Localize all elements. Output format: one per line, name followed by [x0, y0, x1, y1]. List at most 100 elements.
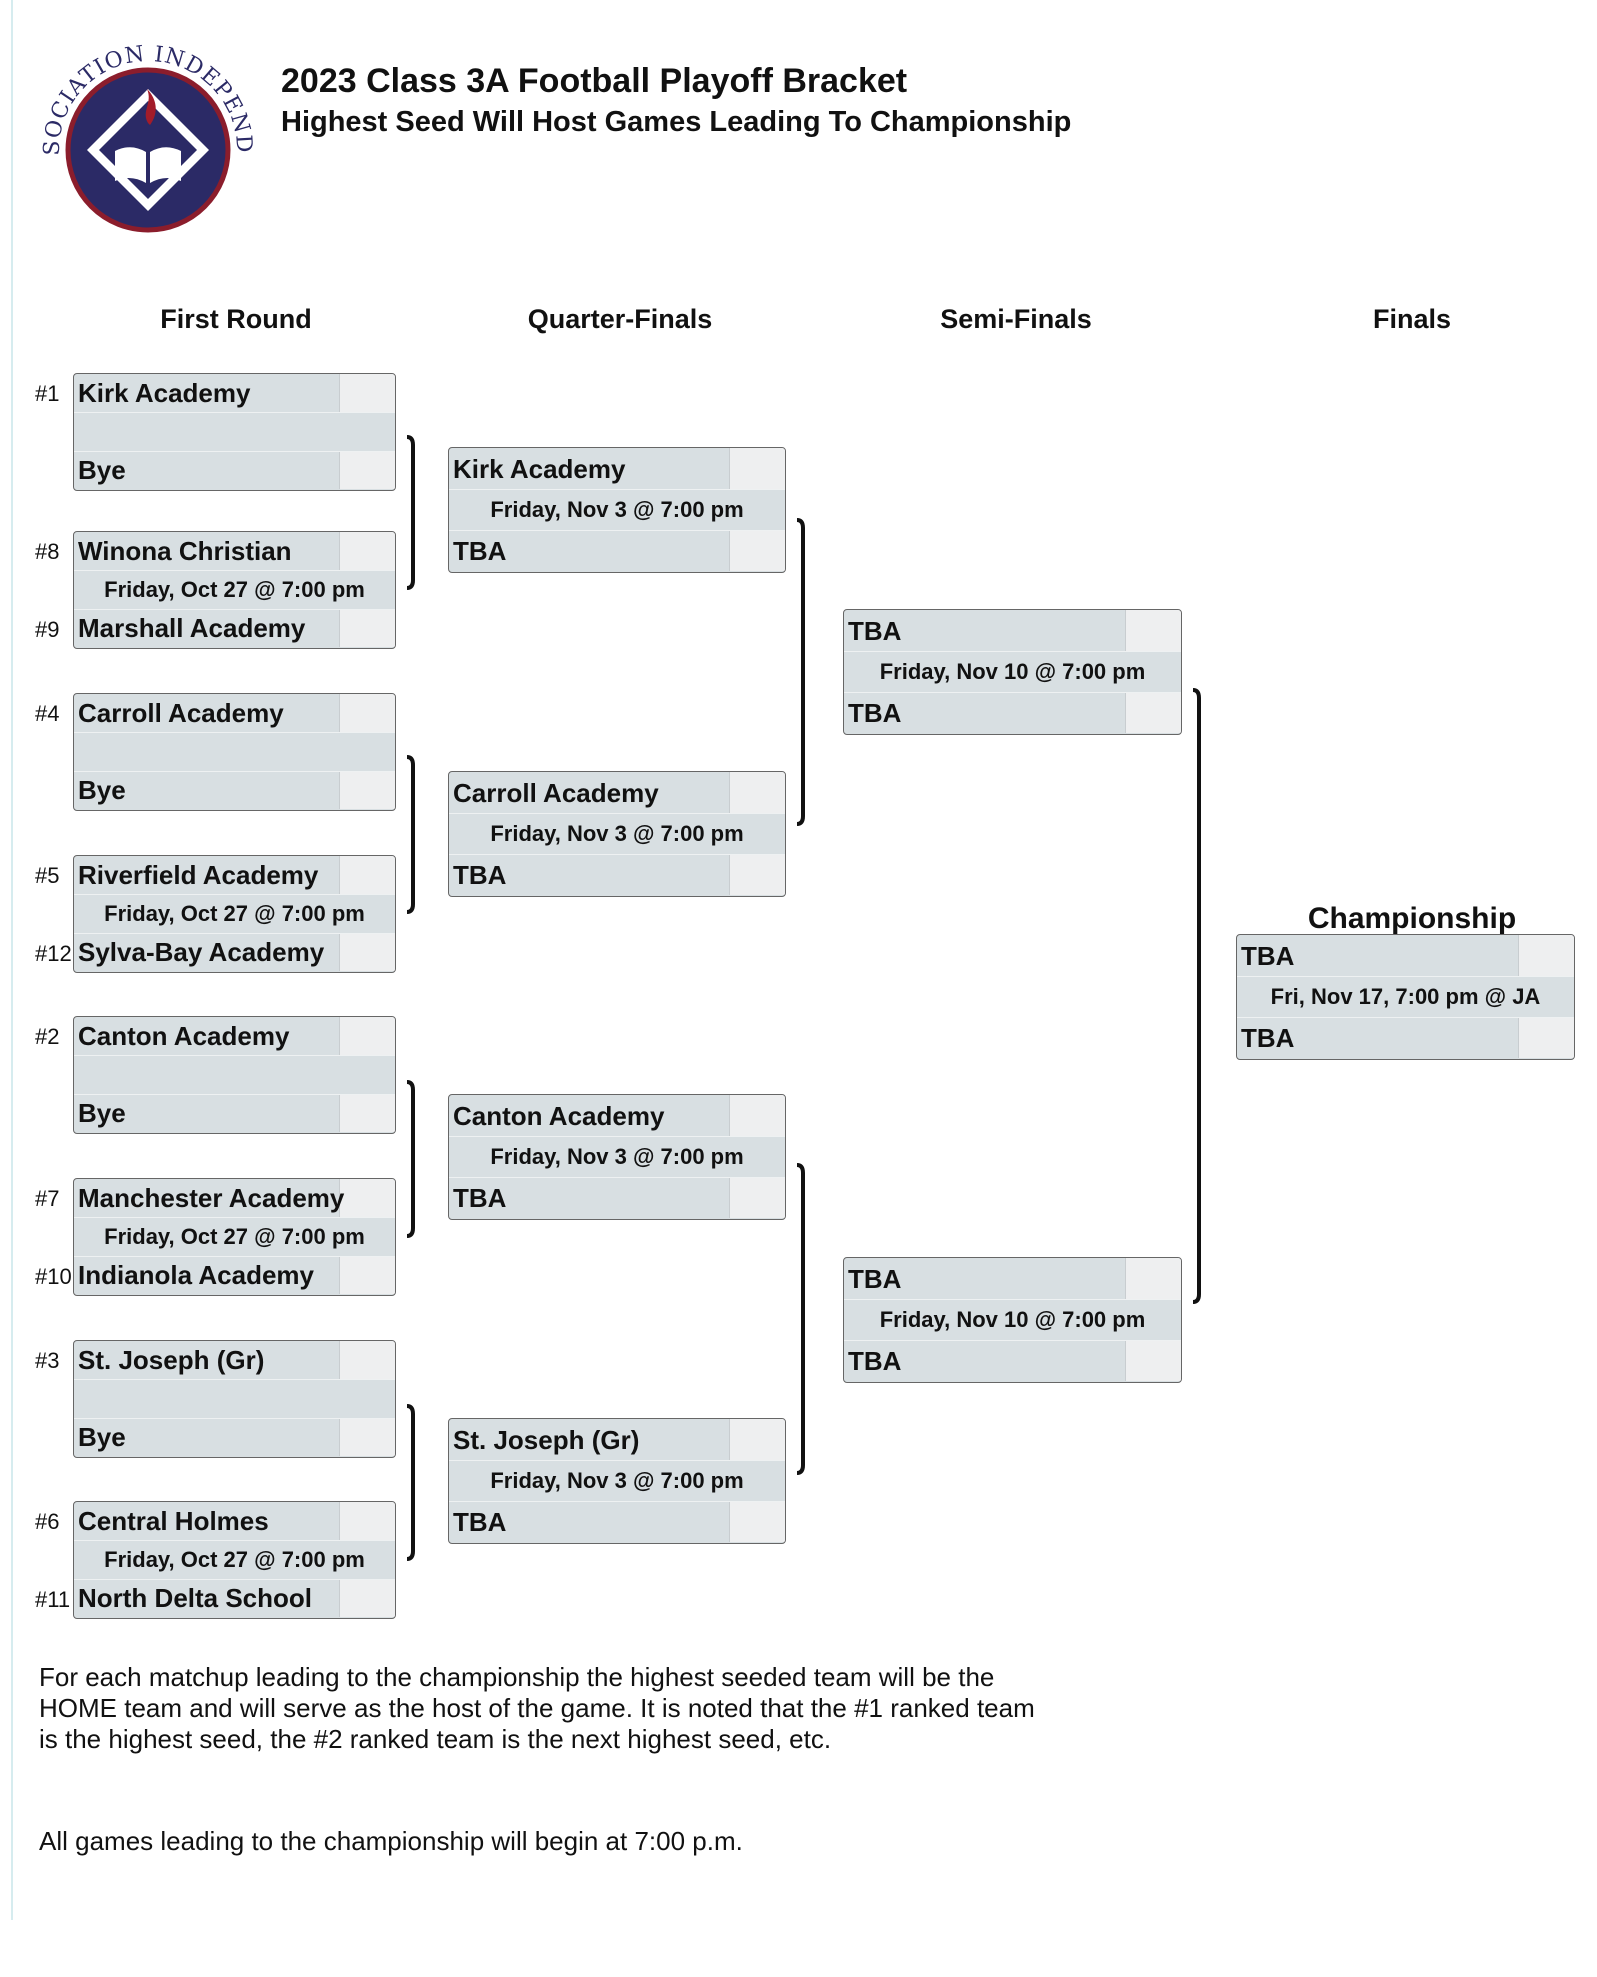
- game-date: Fri, Nov 17, 7:00 pm @ JA: [1270, 983, 1541, 1009]
- top-score-box: [1125, 1258, 1181, 1299]
- semi-final-match: TBA Friday, Nov 10 @ 7:00 pm TBA: [843, 609, 1182, 735]
- row-divider: [449, 489, 785, 490]
- game-date: Friday, Oct 27 @ 7:00 pm: [104, 1546, 365, 1572]
- bottom-team-name: TBA: [848, 697, 902, 728]
- bottom-score-box: [729, 854, 785, 895]
- row-divider: [844, 1340, 1181, 1341]
- row-divider: [74, 1055, 395, 1057]
- round-header-finals: Finals: [1372, 304, 1452, 334]
- game-date: Friday, Oct 27 @ 7:00 pm: [104, 1223, 365, 1249]
- bottom-team-name: TBA: [453, 535, 507, 566]
- bottom-score-box: [1518, 1017, 1574, 1058]
- bottom-team-name: Bye: [78, 774, 126, 805]
- bottom-seed: #12: [35, 941, 72, 966]
- top-team-name: Winona Christian: [78, 536, 292, 567]
- bottom-team-name: TBA: [453, 1506, 507, 1537]
- middle-score-cell: [339, 1379, 395, 1417]
- bottom-team-name: TBA: [453, 859, 507, 890]
- top-score-box: [339, 1502, 395, 1541]
- top-team-name: TBA: [848, 615, 902, 646]
- row-divider: [449, 1136, 785, 1137]
- bottom-team-name: Marshall Academy: [78, 612, 306, 643]
- bottom-team-name: TBA: [848, 1345, 902, 1376]
- row-divider: [74, 932, 395, 934]
- row-divider: [74, 608, 395, 610]
- bottom-score-box: [1125, 692, 1181, 733]
- row-divider: [74, 412, 395, 414]
- top-score-box: [339, 1017, 395, 1056]
- top-seed: #3: [35, 1348, 60, 1373]
- top-team-name: St. Joseph (Gr): [453, 1424, 640, 1455]
- first-round-connector: [406, 755, 415, 914]
- quarter-final-match: St. Joseph (Gr) Friday, Nov 3 @ 7:00 pm TB…: [448, 1418, 786, 1544]
- row-divider: [74, 1578, 395, 1580]
- start-time-note: All games leading to the championship wi…: [39, 1826, 743, 1856]
- row-divider: [74, 1255, 395, 1257]
- game-date: Friday, Nov 3 @ 7:00 pm: [490, 1467, 744, 1493]
- bottom-score-box: [729, 1501, 785, 1542]
- top-seed: #2: [35, 1024, 60, 1049]
- bottom-team-name: TBA: [1241, 1022, 1295, 1053]
- row-divider: [74, 1093, 395, 1095]
- row-divider: [74, 450, 395, 452]
- game-date: Friday, Nov 10 @ 7:00 pm: [879, 1306, 1146, 1332]
- top-team-name: Canton Academy: [453, 1100, 665, 1131]
- bottom-team-name: TBA: [453, 1182, 507, 1213]
- row-divider: [449, 813, 785, 814]
- middle-score-cell: [339, 1055, 395, 1093]
- top-score-box: [729, 772, 785, 813]
- left-margin-rule: [11, 0, 13, 1920]
- row-divider: [74, 770, 395, 772]
- bottom-team-name: Bye: [78, 1421, 126, 1452]
- game-date: Friday, Oct 27 @ 7:00 pm: [104, 900, 365, 926]
- bottom-score-box: [339, 770, 395, 809]
- row-divider: [1237, 976, 1574, 977]
- row-divider: [449, 530, 785, 531]
- top-score-box: [339, 374, 395, 413]
- row-divider: [844, 692, 1181, 693]
- bottom-score-box: [1125, 1340, 1181, 1381]
- bottom-team-name: North Delta School: [78, 1582, 313, 1613]
- bottom-score-box: [339, 1255, 395, 1294]
- row-divider: [449, 1177, 785, 1178]
- top-score-box: [339, 1179, 395, 1218]
- page-title: 2023 Class 3A Football Playoff Bracket: [281, 62, 908, 100]
- bottom-score-box: [339, 608, 395, 647]
- top-team-name: Manchester Academy: [78, 1183, 345, 1214]
- game-date: Friday, Nov 10 @ 7:00 pm: [879, 658, 1146, 684]
- row-divider: [449, 1460, 785, 1461]
- top-score-box: [1518, 935, 1574, 976]
- quarter-final-connector: [796, 518, 805, 826]
- row-divider: [449, 1501, 785, 1502]
- championship-label: Championship: [1307, 902, 1517, 935]
- row-divider: [74, 1417, 395, 1419]
- top-seed: #7: [35, 1186, 60, 1211]
- top-score-box: [339, 694, 395, 733]
- midsouth-association-logo: MIDSOUTH ASSOCIATION INDEPENDENT SCHOOLS: [29, 31, 264, 266]
- top-seed: #6: [35, 1509, 60, 1534]
- round-header-first-round: First Round: [160, 304, 312, 334]
- top-score-box: [729, 448, 785, 489]
- bottom-score-box: [339, 1093, 395, 1132]
- semi-final-match: TBA Friday, Nov 10 @ 7:00 pm TBA: [843, 1257, 1182, 1383]
- first-round-connector: [406, 1404, 415, 1561]
- top-seed: #1: [35, 381, 60, 406]
- bottom-team-name: Bye: [78, 1097, 126, 1128]
- bottom-score-box: [729, 1177, 785, 1218]
- top-team-name: Kirk Academy: [78, 378, 251, 409]
- page-subtitle: Highest Seed Will Host Games Leading To …: [281, 106, 1072, 138]
- top-score-box: [729, 1095, 785, 1136]
- top-team-name: TBA: [848, 1263, 902, 1294]
- bottom-team-name: Sylva-Bay Academy: [78, 936, 325, 967]
- top-team-name: Central Holmes: [78, 1506, 269, 1537]
- bottom-score-box: [729, 530, 785, 571]
- hosting-note: For each matchup leading to the champion…: [39, 1662, 1035, 1754]
- bottom-seed: #11: [35, 1587, 71, 1612]
- row-divider: [74, 1379, 395, 1381]
- bottom-seed: #9: [35, 617, 60, 642]
- bottom-team-name: Bye: [78, 454, 126, 485]
- top-score-box: [339, 1341, 395, 1380]
